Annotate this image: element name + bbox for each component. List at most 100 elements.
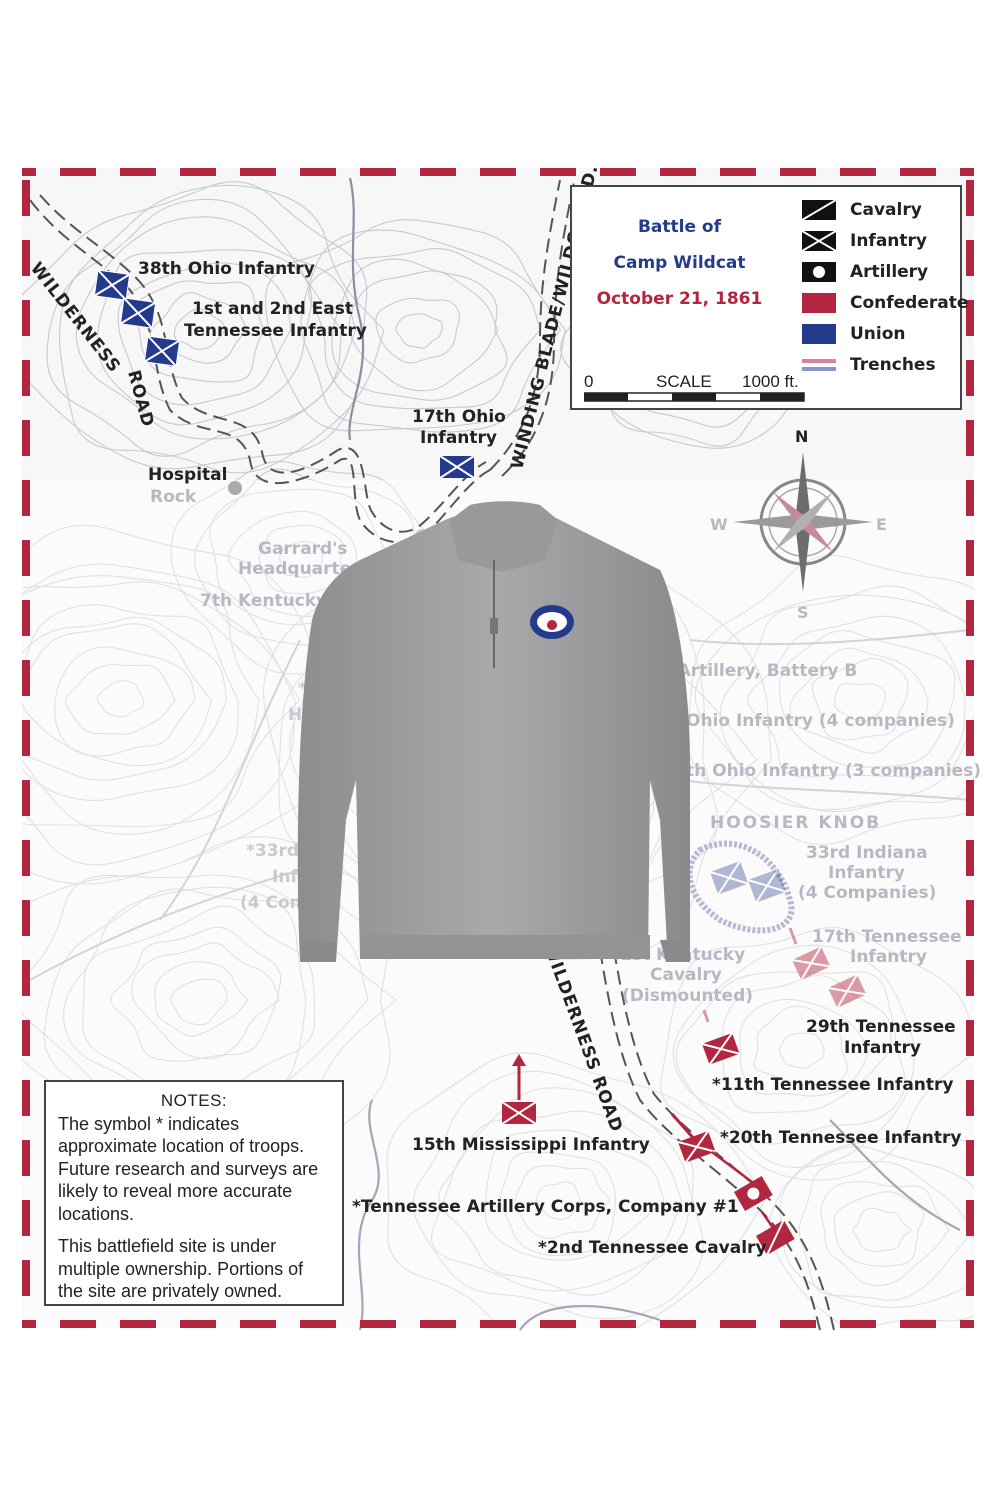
contour-line bbox=[265, 219, 566, 432]
compass-w: W bbox=[710, 515, 728, 534]
contour-line bbox=[719, 585, 974, 813]
label-hospital: Hospital bbox=[148, 465, 227, 485]
legend-item-union: Union bbox=[802, 319, 906, 349]
label-17th-ohio-2: Infantry bbox=[420, 428, 497, 448]
compass-e: E bbox=[876, 515, 887, 534]
border-bottom bbox=[22, 1320, 974, 1328]
union-unit-symbols bbox=[93, 269, 787, 904]
label-1st-ky-2: Cavalry bbox=[650, 965, 722, 985]
label-ohio-4co: Ohio Infantry (4 companies) bbox=[686, 711, 955, 731]
label-33rd-in-1: 33rd Indiana bbox=[806, 843, 928, 863]
contour-line bbox=[430, 1087, 693, 1292]
contour-line bbox=[811, 658, 909, 741]
label-15th-ms: 15th Mississippi Infantry bbox=[412, 1135, 650, 1155]
notes-paragraph-1: The symbol * indicates approximate locat… bbox=[58, 1113, 319, 1224]
legend-item-trenches: Trenches bbox=[802, 350, 936, 380]
contour-line bbox=[22, 563, 296, 866]
streams bbox=[348, 177, 961, 1331]
contour-line bbox=[834, 682, 886, 722]
artillery-symbol-icon bbox=[802, 262, 836, 282]
legend-item-confederate: Confederate bbox=[802, 288, 968, 318]
contour-line bbox=[308, 248, 541, 410]
contour-line bbox=[300, 229, 562, 433]
legend-item-artillery: Artillery bbox=[802, 257, 928, 287]
notes-title: NOTES: bbox=[160, 1091, 228, 1110]
label-38th-ohio: 38th Ohio Infantry bbox=[138, 259, 315, 279]
compass-n: N bbox=[795, 427, 808, 446]
contour-line bbox=[722, 974, 892, 1114]
contour-line bbox=[672, 944, 917, 1168]
contour-line bbox=[675, 971, 906, 1145]
winding-blade-road bbox=[489, 179, 575, 477]
border-right bbox=[966, 168, 974, 1328]
map-legend: Battle of Camp Wildcat October 21, 1861 … bbox=[570, 185, 968, 412]
contour-line bbox=[778, 630, 956, 768]
contour-line bbox=[173, 308, 227, 350]
scale-bar: 0 SCALE 1000 ft. bbox=[583, 372, 814, 412]
contour-line bbox=[131, 942, 281, 1060]
cavalry-symbol-icon bbox=[802, 200, 836, 220]
contour-line bbox=[22, 524, 331, 885]
contour-line bbox=[412, 1070, 704, 1320]
label-33rd-in-2: Infantry bbox=[828, 863, 905, 883]
border-top bbox=[22, 168, 974, 176]
label-11th-tn: *11th Tennessee Infantry bbox=[712, 1075, 954, 1095]
label-hoosier-knob: HOOSIER KNOB bbox=[710, 813, 881, 833]
contour-line bbox=[833, 1191, 925, 1267]
contour-line bbox=[739, 998, 870, 1097]
label-garrards: Garrard's bbox=[258, 539, 348, 559]
sweatshirt-image bbox=[297, 501, 690, 962]
label-17th-ohio-1: 17th Ohio bbox=[412, 407, 506, 427]
scale-start: 0 bbox=[584, 373, 593, 391]
legend-title-2: Camp Wildcat bbox=[613, 253, 746, 273]
label-h-frag: H bbox=[288, 705, 302, 725]
contour-line bbox=[395, 313, 443, 349]
contour-line bbox=[22, 581, 301, 828]
trenches-swatch-icon bbox=[802, 359, 836, 371]
contour-line bbox=[22, 575, 260, 835]
legend-item-cavalry: Cavalry bbox=[802, 195, 922, 225]
contour-line bbox=[375, 297, 461, 364]
trails bbox=[29, 629, 971, 981]
scale-end: 1000 ft. bbox=[742, 373, 799, 391]
compass-letters: N S E W bbox=[710, 427, 887, 622]
contour-line bbox=[484, 1129, 665, 1261]
contour-line bbox=[747, 615, 966, 778]
notes-box: NOTES: The symbol * indicates approximat… bbox=[44, 1080, 344, 1306]
contour-line bbox=[22, 616, 228, 781]
label-20th-tn: *20th Tennessee Infantry bbox=[720, 1128, 962, 1148]
contour-line bbox=[779, 1145, 974, 1308]
contour-line bbox=[82, 905, 316, 1100]
contour-line bbox=[279, 540, 323, 578]
contour-line bbox=[778, 1032, 825, 1069]
label-rock: Rock bbox=[150, 487, 197, 507]
label-17th-tn-1: 17th Tennessee bbox=[812, 927, 962, 947]
notes-paragraph-2: This battlefield site is under multiple … bbox=[58, 1236, 304, 1301]
infantry-symbol-icon bbox=[802, 231, 836, 251]
label-17th-tn-2: Infantry bbox=[850, 947, 927, 967]
label-2nd-tn-cav: *2nd Tennessee Cavalry bbox=[538, 1238, 767, 1258]
label-tn-artillery: *Tennessee Artillery Corps, Company #1 bbox=[352, 1197, 739, 1217]
contour-line bbox=[753, 1005, 848, 1086]
confederate-unit-symbols bbox=[501, 927, 867, 1256]
contour-line bbox=[154, 961, 249, 1037]
contour-line bbox=[789, 647, 929, 754]
contour-line bbox=[348, 270, 498, 392]
contour-line bbox=[170, 978, 228, 1026]
contour-line bbox=[798, 1160, 974, 1301]
confederate-swatch-icon bbox=[802, 293, 836, 313]
label-headquarters: Headquarters bbox=[238, 559, 370, 579]
contour-line bbox=[852, 1207, 913, 1253]
contour-line bbox=[22, 604, 239, 801]
legend-confederate-label: Confederate bbox=[850, 293, 969, 313]
contour-line bbox=[134, 280, 264, 383]
legend-union-label: Union bbox=[850, 324, 906, 344]
contour-line bbox=[536, 1181, 581, 1220]
compass-s: S bbox=[797, 603, 809, 622]
contour-line bbox=[499, 1151, 617, 1257]
hospital-rock-marker bbox=[228, 481, 242, 495]
union-swatch-icon bbox=[802, 324, 836, 344]
contour-line bbox=[46, 198, 342, 457]
border-left bbox=[22, 168, 30, 1328]
wilderness-road-bottom bbox=[599, 949, 835, 1331]
